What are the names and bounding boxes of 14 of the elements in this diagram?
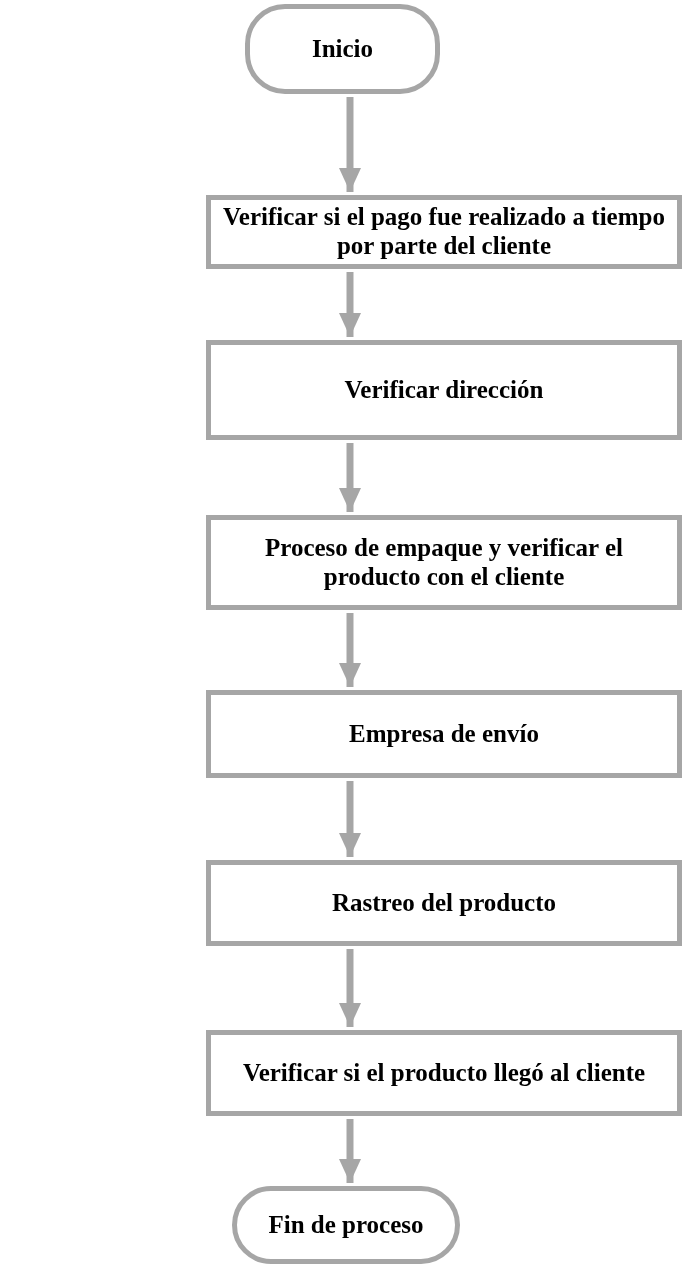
step-label: Verificar si el producto llegó al cliente — [242, 1058, 646, 1088]
process-box — [206, 515, 682, 610]
step-label: Verificar si el pago fue realizado a tiempo por parte del cliente — [222, 203, 666, 261]
process-box — [206, 1030, 682, 1116]
step-label: Fin de proceso — [268, 1210, 424, 1240]
step-label: Inicio — [311, 34, 374, 64]
process-box — [206, 195, 682, 269]
process-box — [206, 860, 682, 946]
process-box — [206, 340, 682, 440]
step-label: Rastreo del producto — [331, 888, 557, 918]
step-label: Empresa de envío — [349, 719, 539, 749]
process-box — [206, 690, 682, 778]
step-label: Verificar dirección — [344, 375, 544, 405]
step-label: Proceso de empaque y verificar el producto con el cliente — [264, 533, 624, 592]
